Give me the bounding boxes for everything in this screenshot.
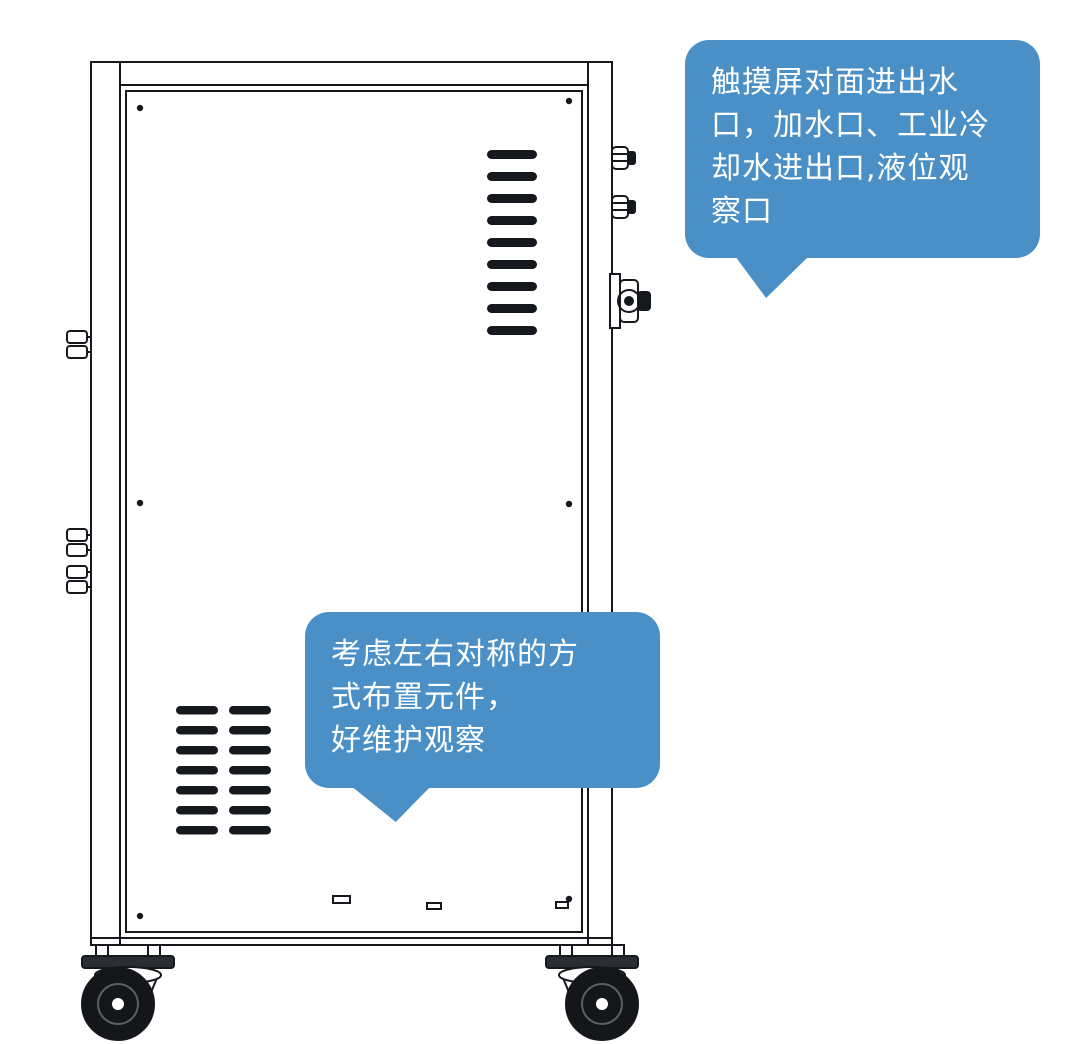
door-hinges (66, 330, 91, 594)
fitting-gland-2 (611, 195, 636, 219)
caster-right (545, 944, 639, 1041)
lower-vent-louvers (176, 706, 271, 835)
door-panel (119, 84, 589, 939)
panel-screws (136, 97, 573, 920)
hinge-middle (66, 528, 91, 557)
callout-water-ports-text: 触摸屏对面进出水 口，加水口、工业冷 却水进出口,液位观 察口 (711, 65, 990, 229)
hinge-bottom (66, 565, 91, 594)
fitting-valve (609, 273, 651, 329)
upper-vent-louvers (487, 150, 537, 335)
caster-left (81, 944, 175, 1041)
callout-water-ports: 触摸屏对面进出水 口，加水口、工业冷 却水进出口,液位观 察口 (685, 40, 1040, 298)
callout-symmetry-text: 考虑左右对称的方 式布置元件， 好维护观察 (331, 637, 579, 758)
side-fittings (609, 146, 651, 329)
callout-symmetry: 考虑左右对称的方 式布置元件， 好维护观察 (305, 612, 660, 822)
hinge-top (66, 330, 91, 359)
fitting-gland-1 (611, 146, 636, 170)
